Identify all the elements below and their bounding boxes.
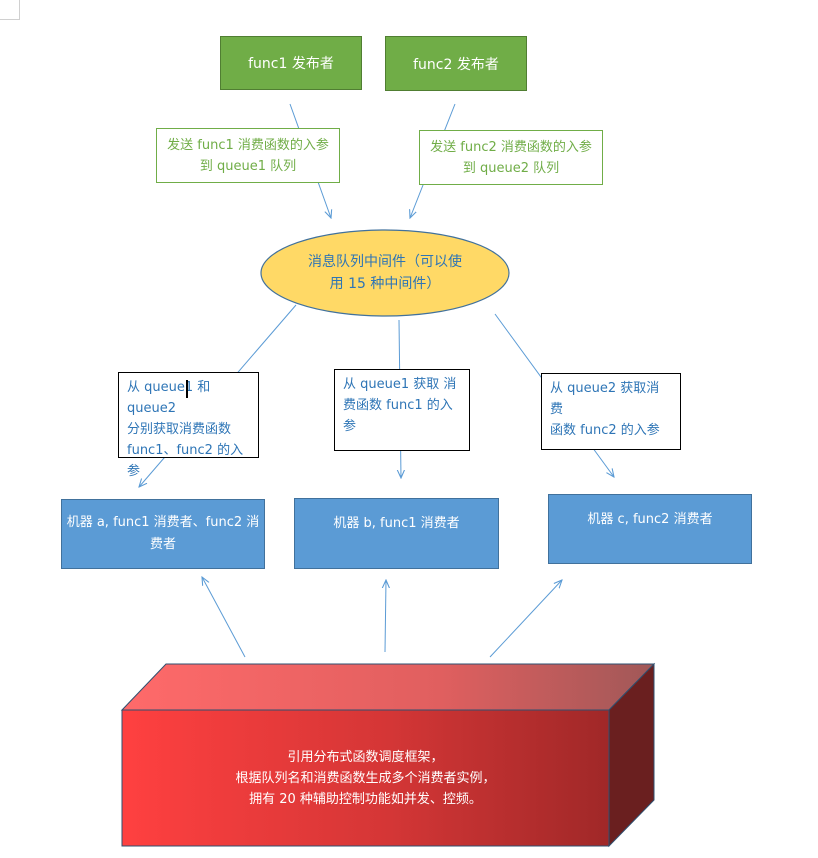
arrow-framework-to-machine-a (202, 577, 246, 658)
fetch-note-c-line-1: 从 queue2 获取消费 (550, 381, 660, 417)
fetch-note-b-line-2: 费函数 func1 的入 (343, 398, 453, 413)
machine-b-box[interactable]: 机器 b, func1 消费者 (294, 498, 499, 569)
page-corner-mark (0, 0, 20, 20)
arrow-framework-to-machine-b (385, 580, 386, 653)
func1-publisher-box[interactable]: func1 发布者 (220, 36, 362, 90)
framework-cube-front (121, 709, 610, 847)
send-func1-line-1: 发送 func1 消费函数的入参 (167, 137, 329, 153)
fetch-note-c: 从 queue2 获取消费 函数 func2 的入参 (541, 373, 681, 450)
framework-line-3: 拥有 20 种辅助控制功能如并发、控频。 (249, 791, 482, 807)
text-cursor (186, 380, 188, 398)
machine-a-line-2: 费者 (149, 537, 176, 552)
send-func1-line-2: 到 queue1 队列 (199, 158, 297, 174)
fetch-note-a: 从 queue1 和 queue2 分别获取消费函数 func1、func2 的… (118, 372, 259, 479)
send-func2-line-1: 发送 func2 消费函数的入参 (430, 139, 592, 155)
framework-label[interactable]: 引用分布式函数调度框架， 根据队列名和消费函数生成多个消费者实例， 拥有 20 … (122, 710, 609, 846)
middleware-label[interactable]: 消息队列中间件（可以使 用 15 种中间件） (286, 245, 484, 301)
middleware-ellipse (260, 229, 510, 317)
framework-cube-top (120, 663, 656, 711)
fetch-note-c-line-2: 函数 func2 的入参 (550, 423, 660, 438)
machine-b-label: 机器 b, func1 消费者 (333, 516, 460, 531)
send-func2-note: 发送 func2 消费函数的入参 到 queue2 队列 (419, 130, 603, 185)
arrow-framework-to-machine-c (489, 580, 562, 658)
middleware-line-2: 用 15 种中间件） (329, 276, 441, 292)
framework-line-2: 根据队列名和消费函数生成多个消费者实例， (235, 770, 496, 786)
framework-line-1: 引用分布式函数调度框架， (287, 749, 444, 765)
send-func2-line-2: 到 queue2 队列 (462, 160, 560, 176)
fetch-note-b: 从 queue1 获取 消 费函数 func1 的入 参 (334, 369, 470, 451)
machine-a-line-1: 机器 a, func1 消费者、func2 消 (66, 515, 260, 530)
machine-a-box[interactable]: 机器 a, func1 消费者、func2 消 费者 (61, 499, 265, 569)
machine-c-box[interactable]: 机器 c, func2 消费者 (548, 494, 752, 564)
fetch-note-b-line-3: 参 (343, 419, 357, 434)
fetch-note-a-line-3: func1、func2 的入参 (127, 443, 244, 479)
machine-c-label: 机器 c, func2 消费者 (587, 512, 713, 527)
fetch-note-a-line-1: 从 queue1 和 queue2 (127, 380, 211, 416)
func1-publisher-label: func1 发布者 (248, 56, 334, 72)
send-func1-note: 发送 func1 消费函数的入参 到 queue1 队列 (156, 128, 340, 183)
middleware-line-1: 消息队列中间件（可以使 (308, 254, 462, 270)
func2-publisher-box[interactable]: func2 发布者 (385, 36, 527, 91)
fetch-note-a-line-2: 分别获取消费函数 (127, 422, 232, 437)
func2-publisher-label: func2 发布者 (413, 56, 499, 73)
fetch-note-b-line-1: 从 queue1 获取 消 (343, 377, 457, 392)
